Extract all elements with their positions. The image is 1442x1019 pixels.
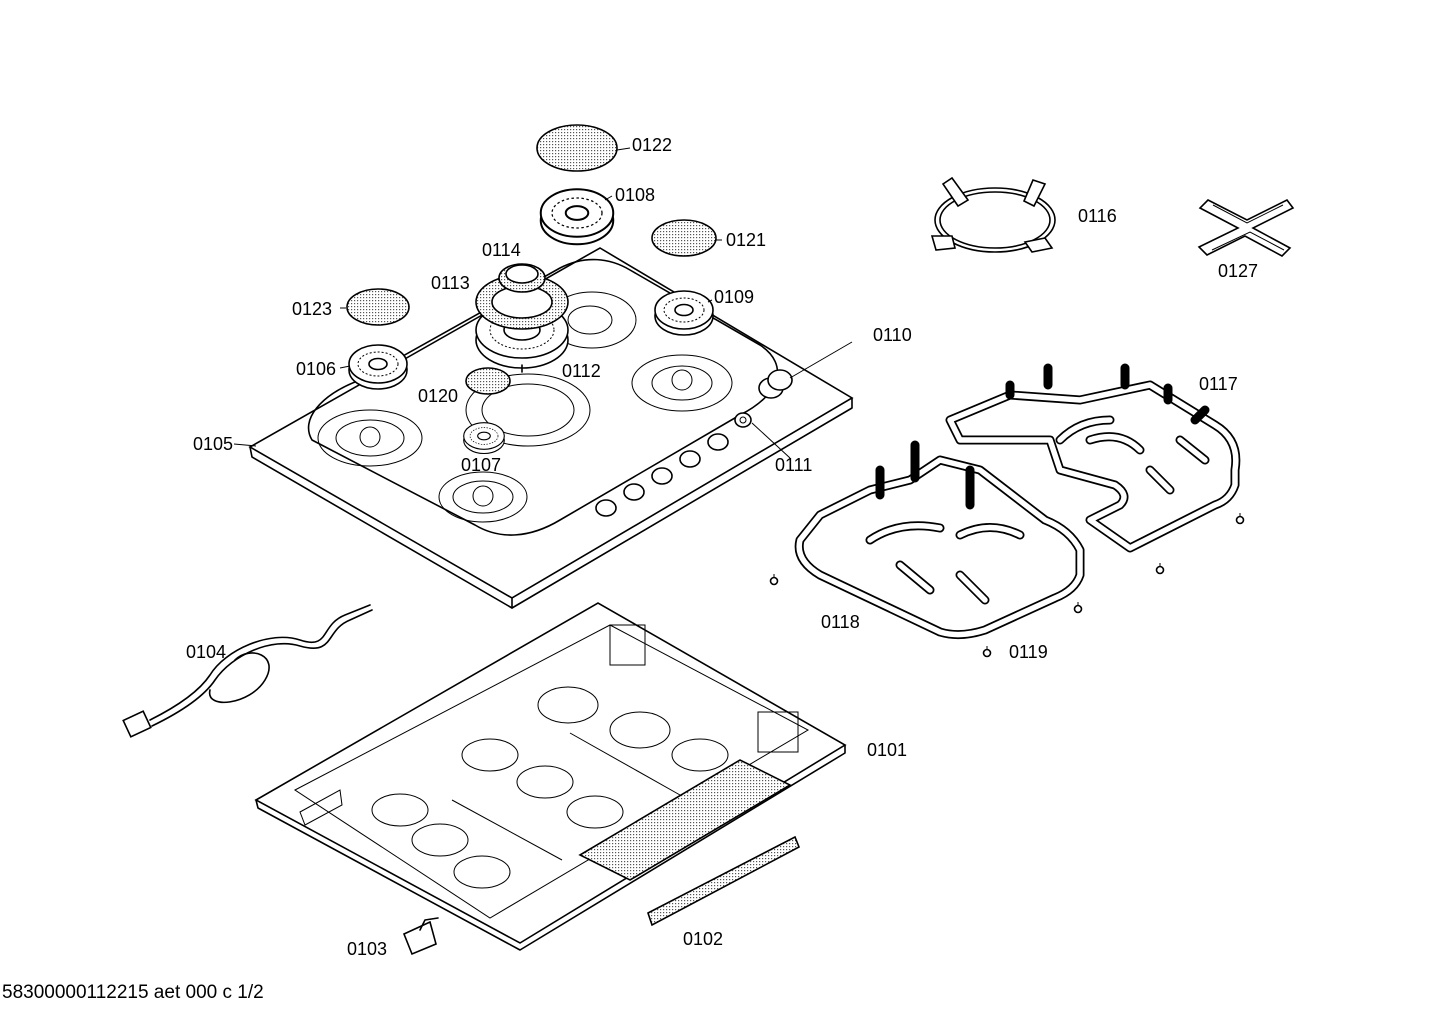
- pan-support-0117: [945, 363, 1241, 553]
- label-0114: 0114: [482, 240, 521, 260]
- burner-0106: [348, 344, 408, 390]
- pan-support-0118: [794, 440, 1085, 640]
- label-0118: 0118: [821, 612, 860, 632]
- power-cable-0104: [122, 604, 373, 738]
- label-0123: 0123: [292, 299, 332, 319]
- label-0106: 0106: [296, 359, 336, 379]
- burner-cap-0120: [465, 367, 511, 395]
- burner-cap-0122: [536, 124, 618, 172]
- label-0113: 0113: [431, 273, 470, 293]
- label-0104: 0104: [186, 642, 226, 662]
- label-0127: 0127: [1218, 261, 1258, 281]
- part-labels: 0122 0108 0121 0114 0113 0109 0123 0110 …: [186, 135, 1258, 959]
- label-0108: 0108: [615, 185, 655, 205]
- leader-lines: [233, 147, 722, 447]
- wok-support-ring-0116: [930, 176, 1056, 253]
- burner-cap-0121: [651, 219, 717, 257]
- label-0117: 0117: [1199, 374, 1238, 394]
- label-0103: 0103: [347, 939, 387, 959]
- spark-plug-0111: [734, 412, 752, 428]
- label-0101: 0101: [867, 740, 907, 760]
- burner-cap-0123: [346, 288, 410, 326]
- label-0122: 0122: [632, 135, 672, 155]
- hob-top-panel: [248, 247, 854, 609]
- label-0110: 0110: [873, 325, 912, 345]
- label-0121: 0121: [726, 230, 766, 250]
- burner-0107: [463, 422, 505, 455]
- label-0102: 0102: [683, 929, 723, 949]
- burner-0108: [539, 188, 615, 246]
- label-0120: 0120: [418, 386, 458, 406]
- control-knob-0110: [758, 369, 793, 399]
- label-0112: 0112: [562, 361, 601, 381]
- wok-burner-cap-0114: [498, 263, 546, 293]
- bottom-housing-0101: [254, 602, 847, 951]
- label-0105: 0105: [193, 434, 233, 454]
- simmer-plate-0127: [1197, 198, 1295, 257]
- label-0119: 0119: [1009, 642, 1048, 662]
- label-0116: 0116: [1078, 206, 1117, 226]
- wok-burner-ring-0113: [475, 274, 569, 330]
- label-0109: 0109: [714, 287, 754, 307]
- clip-0103: [402, 917, 439, 956]
- burner-0109: [654, 290, 714, 336]
- drawing-reference-footer: 58300000112215 aet 000 c 1/2: [2, 982, 264, 1003]
- label-0111: 0111: [775, 455, 812, 475]
- seal-strip-0102: [647, 835, 801, 927]
- label-0107: 0107: [461, 455, 501, 475]
